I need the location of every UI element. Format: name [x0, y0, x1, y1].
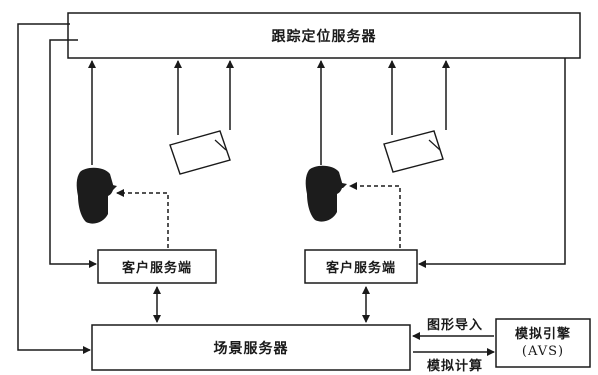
- client-right-to-display-dashed: [349, 182, 401, 248]
- tracking-to-client-left-line: [49, 39, 97, 268]
- tracking-server-label: 跟踪定位服务器: [271, 28, 377, 45]
- simulation-engine-box: [495, 318, 591, 368]
- user-head-left-icon: [76, 167, 117, 224]
- tracking-server-box: [67, 12, 581, 59]
- client-left-to-display-dashed: [116, 189, 169, 248]
- graphics-import-label: 图形导入: [426, 317, 483, 333]
- tracking-to-client-right-line: [418, 58, 566, 268]
- simulation-engine-subtitle: (AVS): [521, 344, 565, 359]
- simulation-compute-label: 模拟计算: [426, 358, 483, 374]
- tracker-device-right: [383, 130, 444, 173]
- simulation-engine-title: 模拟引擎: [514, 327, 571, 342]
- client-right-label: 客户服务端: [325, 261, 396, 276]
- client-right-box: [304, 249, 418, 284]
- tracking-to-scene-line: [17, 23, 91, 354]
- client-left-label: 客户服务端: [121, 261, 192, 276]
- simulation-engine-label: 模拟引擎 (AVS): [496, 319, 590, 367]
- client-left-box: [97, 249, 217, 284]
- user-head-right-icon: [305, 165, 347, 222]
- tracker-device-left: [169, 130, 231, 175]
- scene-server-box: [91, 324, 411, 371]
- scene-server-label: 场景服务器: [213, 340, 289, 357]
